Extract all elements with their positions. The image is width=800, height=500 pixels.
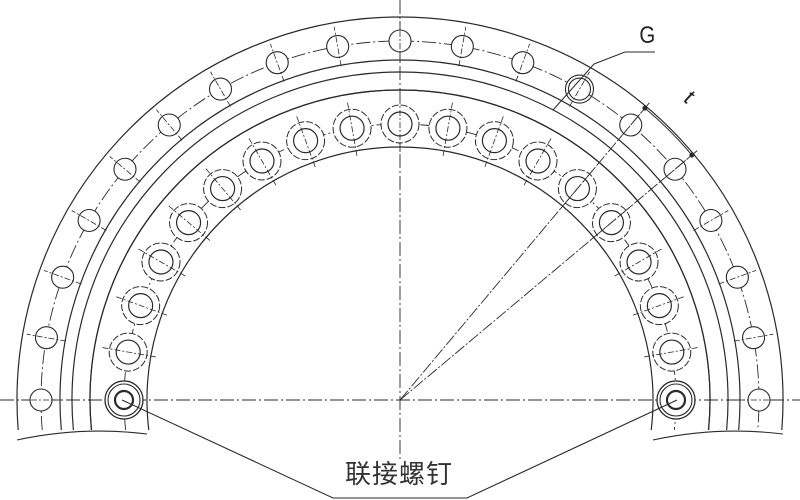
hole-radial-centerline <box>166 204 211 241</box>
outer-hole <box>51 265 75 289</box>
hole-radial-centerline <box>644 346 700 358</box>
hole-radial-centerline <box>109 156 141 183</box>
pitch-dimension-arc <box>644 107 693 156</box>
hole-radial-centerline <box>204 166 241 211</box>
bolt-washer <box>104 380 144 420</box>
outer-hole <box>34 326 59 350</box>
inner-hole <box>209 175 236 202</box>
outer-hole <box>450 34 474 59</box>
g-leader <box>593 51 655 65</box>
hole-radial-centerline <box>718 269 757 285</box>
dimension-lines <box>121 51 698 499</box>
outer-mounting-holes <box>21 21 779 412</box>
inner-hole <box>115 339 141 365</box>
inner-hole <box>626 249 652 275</box>
hole-radial-centerline <box>614 247 664 277</box>
outer-hole <box>157 113 181 137</box>
inner-hole <box>175 209 202 236</box>
bolt-socket-icon <box>665 389 687 411</box>
hole-radial-centerline <box>71 210 107 231</box>
hole-radial-centerline <box>346 100 358 156</box>
hole-radial-centerline <box>333 26 342 67</box>
hole-radial-centerline <box>269 43 285 82</box>
hole-radial-centerline <box>26 333 67 342</box>
g-hole-ring <box>564 74 595 104</box>
connecting-bolts-label: 联接螺钉 <box>345 460 454 490</box>
pitch-extension-line <box>399 150 698 401</box>
hole-radial-centerline <box>43 269 82 285</box>
hole-radial-centerline <box>458 26 467 67</box>
break-line <box>16 430 148 441</box>
pitch-extension-line <box>399 102 650 401</box>
g-dimension-line <box>552 63 595 111</box>
hole-radial-centerline <box>442 100 454 156</box>
hole-radial-centerline <box>100 346 156 358</box>
inner-hole <box>598 209 625 236</box>
hole-radial-centerline <box>515 43 531 82</box>
outer-hole <box>326 34 350 59</box>
hole-radial-centerline <box>693 210 729 231</box>
hole-radial-centerline <box>523 136 553 186</box>
hole-radial-centerline <box>295 114 316 168</box>
arrow-head <box>689 152 695 158</box>
arrow-head <box>642 105 648 111</box>
inner-hole <box>293 128 319 154</box>
hole-radial-centerline <box>617 109 644 141</box>
inner-hole <box>564 175 591 202</box>
gauge-label: G <box>639 22 656 49</box>
hole-radial-centerline <box>156 109 183 141</box>
inner-hole <box>525 148 551 174</box>
inner-hole <box>659 339 685 365</box>
hole-radial-centerline <box>632 295 686 316</box>
inner-hole <box>481 128 507 154</box>
outer-hole <box>265 51 289 75</box>
inner-hole <box>128 293 154 319</box>
hole-radial-centerline <box>136 247 186 277</box>
hole-radial-centerline <box>210 71 231 107</box>
outer-hole <box>619 113 643 137</box>
hole-radial-centerline <box>569 71 590 107</box>
inner-hole <box>148 249 174 275</box>
hole-radial-centerline <box>114 295 168 316</box>
hole-radial-centerline <box>484 114 505 168</box>
outer-bolt-circle <box>40 40 760 431</box>
inner-hole <box>435 115 461 141</box>
inner-hole <box>646 293 672 319</box>
bolt-head <box>659 383 693 417</box>
ring-arc <box>16 16 784 431</box>
bolt-head <box>107 383 141 417</box>
bolt-leader <box>121 399 678 499</box>
inner-hole <box>249 148 275 174</box>
hole-radial-centerline <box>733 333 774 342</box>
hole-radial-centerline <box>659 156 691 183</box>
hole-radial-centerline <box>247 136 277 186</box>
outer-hole <box>741 326 766 350</box>
break-line <box>652 430 784 441</box>
inner-hole <box>339 115 365 141</box>
bolt-socket-icon <box>113 389 135 411</box>
outer-hole <box>511 51 535 75</box>
outer-hole <box>113 157 137 181</box>
